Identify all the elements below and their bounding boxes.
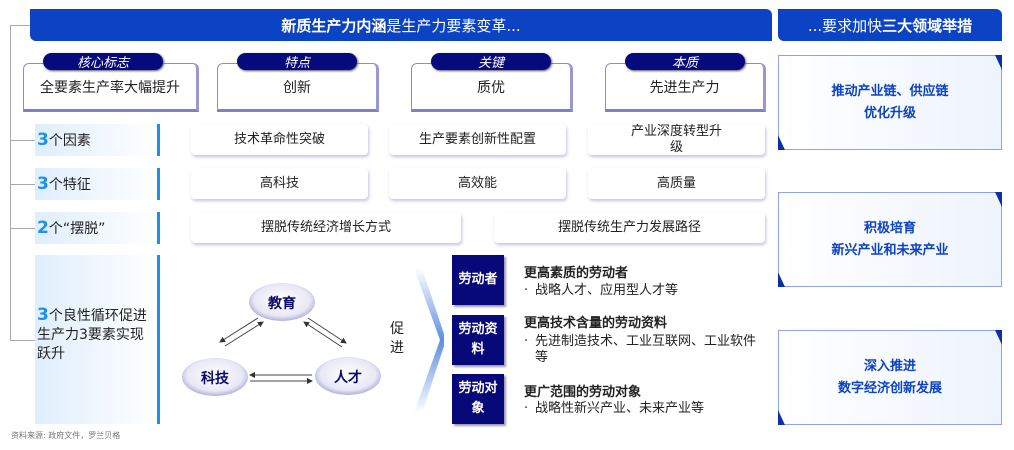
row-item: 高科技 xyxy=(191,168,368,199)
header-bold: 新质生产力内涵 xyxy=(281,16,387,35)
row-item: 技术革命性突破 xyxy=(191,124,368,155)
measure-line: 新兴产业和未来产业 xyxy=(831,242,949,258)
element-title: 更高素质的劳动者 xyxy=(524,266,629,281)
header-rest: ...要求加快 xyxy=(807,16,883,35)
node-label: 人才 xyxy=(334,370,362,386)
element-bullet: ·战略性新兴产业、未来产业等 xyxy=(524,401,705,416)
tree-line xyxy=(10,25,11,341)
card-tag: 本质 xyxy=(625,53,745,71)
tree-branch xyxy=(10,340,36,341)
tree-branch xyxy=(10,228,36,229)
row-text: 个特征 xyxy=(48,177,91,193)
promote-label: 促进 xyxy=(390,321,404,356)
tree-branch xyxy=(10,140,36,141)
bullet-text: 战略性新兴产业、未来产业等 xyxy=(535,401,705,416)
top-card: 质优 xyxy=(411,63,573,112)
node-education xyxy=(249,283,315,321)
row-num: 3 xyxy=(37,174,49,194)
top-card: 创新 xyxy=(217,63,379,112)
tree-branch xyxy=(10,25,30,26)
element-tag: 劳动者 xyxy=(452,255,504,305)
measure-line: 积极培育 xyxy=(863,220,916,236)
measure-box: 深入推进数字经济创新发展 xyxy=(778,330,1002,425)
row-text: 个“摆脱” xyxy=(48,221,106,237)
row-item: 产业深度转型升级 xyxy=(588,124,765,155)
node-talent xyxy=(315,357,381,395)
row-text: 个因素 xyxy=(48,133,91,149)
card-text: 创新 xyxy=(283,79,311,96)
node-label: 教育 xyxy=(268,296,296,312)
element-tag: 劳动对象 xyxy=(452,374,504,424)
arrow xyxy=(307,317,347,344)
row-item: 生产要素创新性配置 xyxy=(389,124,566,155)
node-label: 科技 xyxy=(201,371,229,387)
element-tag: 劳动资料 xyxy=(452,315,504,365)
element-bullet: ·先进制造技术、工业互联网、工业软件等 xyxy=(524,334,764,366)
element-title: 更高技术含量的劳动资料 xyxy=(524,316,668,331)
row-num: 3 xyxy=(37,130,49,150)
cycle-arrows xyxy=(219,317,347,384)
cycle-diagram xyxy=(182,283,381,396)
source-note: 资料来源: 政府文件，罗兰贝格 xyxy=(11,431,121,440)
cycle-label: 3个良性循环促进生产力3要素实现跃升 xyxy=(35,255,160,424)
row-item: 摆脱传统生产力发展路径 xyxy=(494,212,765,243)
measure-box: 推动产业链、供应链优化升级 xyxy=(778,55,1002,150)
row-text: 个良性循环促进生产力3要素实现跃升 xyxy=(37,307,147,362)
bullet-text: 战略人才、应用型人才等 xyxy=(535,283,679,298)
tree-branch xyxy=(10,184,36,185)
header-rest: 是生产力要素变革... xyxy=(386,16,521,35)
element-bullet: ·战略人才、应用型人才等 xyxy=(524,283,679,298)
header-bold: 三大领域举措 xyxy=(882,16,973,35)
element-title: 更广范围的劳动对象 xyxy=(524,385,642,400)
measure-line: 深入推进 xyxy=(863,358,916,374)
arrow xyxy=(224,321,264,347)
main-header: 新质生产力内涵是生产力要素变革... xyxy=(30,9,772,41)
measure-line: 优化升级 xyxy=(863,105,916,121)
top-card: 全要素生产率大幅提升 xyxy=(23,63,199,112)
row-item: 高质量 xyxy=(588,168,765,199)
card-text: 质优 xyxy=(477,79,505,96)
card-tag: 核心标志 xyxy=(43,53,163,71)
arrow xyxy=(219,317,259,343)
card-text: 先进生产力 xyxy=(649,79,720,96)
measure-box: 积极培育新兴产业和未来产业 xyxy=(778,192,1002,287)
top-card: 先进生产力 xyxy=(605,63,766,112)
measure-line: 数字经济创新发展 xyxy=(837,380,942,396)
bullet-text: 先进制造技术、工业互联网、工业软件等 xyxy=(535,334,757,365)
row-item: 摆脱传统经济增长方式 xyxy=(191,212,461,243)
chevron-right-icon xyxy=(414,268,444,413)
row-num: 2 xyxy=(37,218,49,238)
card-text: 全要素生产率大幅提升 xyxy=(40,79,180,96)
node-technology xyxy=(182,358,248,396)
measures-header: ...要求加快三大领域举措 xyxy=(778,9,1002,41)
arrow xyxy=(303,321,343,348)
card-tag: 特点 xyxy=(237,53,357,71)
card-tag: 关键 xyxy=(431,53,551,71)
measure-line: 推动产业链、供应链 xyxy=(831,83,949,99)
row-num: 3 xyxy=(37,304,49,325)
row-item: 高效能 xyxy=(389,168,566,199)
